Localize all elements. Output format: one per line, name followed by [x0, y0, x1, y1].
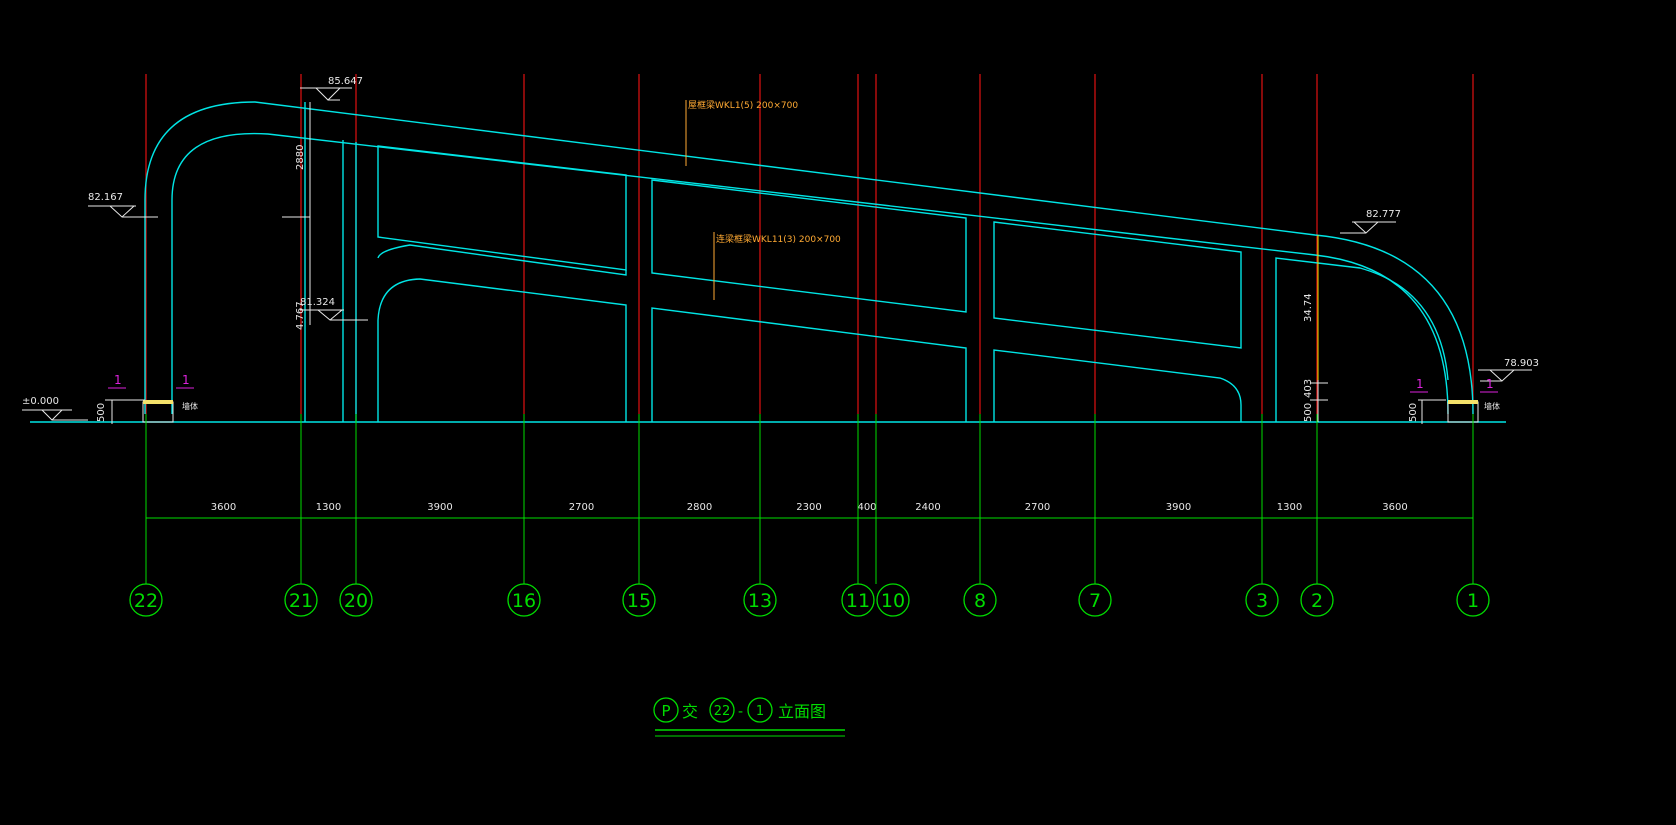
dimension-label: 3900	[1166, 502, 1191, 513]
section-mark-2: 1	[182, 373, 190, 387]
axis-bubble-16	[507, 583, 541, 617]
title-start: 22	[714, 704, 731, 719]
dimension-label: 3900	[427, 502, 452, 513]
right-base-cap	[1448, 400, 1478, 404]
right-curve-elevation-label: 82.777	[1366, 209, 1401, 220]
axis-label-21: 21	[289, 590, 313, 612]
axis-label-10: 10	[881, 590, 905, 612]
axis-bubble-11	[841, 583, 875, 617]
vertical-dimension-lines	[105, 102, 1446, 424]
frame-structure	[30, 101, 1506, 423]
ground-elevation-label: ±0.000	[22, 396, 59, 407]
section-mark-4: 1	[1486, 377, 1494, 391]
panel-16-bottom	[377, 278, 627, 422]
right-upper-vdim-label: 34.74	[1303, 293, 1314, 322]
outer-roof-curve	[144, 101, 1474, 415]
axis-label-7: 7	[1089, 590, 1101, 612]
axis-label-13: 13	[748, 590, 772, 612]
left-curve-elev-symbol	[88, 205, 158, 218]
axis-bubble-21	[284, 583, 318, 617]
right-wall-label: 墙体	[1484, 401, 1500, 411]
dimension-label: 2400	[915, 502, 940, 513]
left-curve-elevation-label: 82.167	[88, 192, 123, 203]
title-end-bubble	[747, 697, 773, 723]
section-mark-3: 1	[1416, 377, 1424, 391]
axis-label-11: 11	[846, 590, 870, 612]
title-suffix: 立面图	[778, 702, 826, 721]
section-mark-1: 1	[114, 373, 122, 387]
right-base-elevation-label: 78.903	[1504, 358, 1539, 369]
axis-bubble-22	[129, 583, 163, 617]
base-blocks	[142, 400, 1479, 423]
vertical-dim-labels: 2880 4.767 500 34.74 403 500 500	[96, 145, 1419, 422]
axis-bubble-20	[339, 583, 373, 617]
elevation-labels: ±0.000 82.167 85.647 81.324 82.777 78.90…	[22, 76, 1539, 407]
right-base-vdim-label: 500	[1303, 403, 1314, 422]
axis-bubble-3	[1245, 583, 1279, 617]
panel-8-bottom	[993, 349, 1242, 422]
panel-16-curve	[377, 244, 627, 276]
axis-label-16: 16	[512, 590, 536, 612]
axis-label-1: 1	[1467, 590, 1479, 612]
section-marks: 1 1 1 1	[114, 373, 1494, 391]
lower-beam-tag: 连梁框梁WKL11(3) 200×700	[716, 233, 841, 245]
axis-label-22: 22	[134, 590, 158, 612]
upper-beam-tag: 屋框梁WKL1(5) 200×700	[688, 99, 798, 111]
axis-bubble-8	[963, 583, 997, 617]
panel-15-bottom	[651, 307, 967, 422]
axis-bubble-1	[1456, 583, 1490, 617]
left-wall-label: 墙体	[182, 401, 198, 411]
axis-label-15: 15	[627, 590, 651, 612]
dimension-label: 2300	[796, 502, 821, 513]
axis-bubble-10	[876, 583, 910, 617]
mid-elev-symbol	[300, 309, 368, 321]
axis-label-3: 3	[1256, 590, 1268, 612]
right-base-elev-symbol	[1478, 369, 1532, 382]
title-end: 1	[756, 704, 764, 719]
section-mark-underlines	[108, 387, 1498, 393]
right-curve-elev-symbol	[1340, 221, 1396, 234]
dimension-label: 400	[857, 502, 876, 513]
title-text: 交	[682, 702, 698, 721]
axis-label-8: 8	[974, 590, 986, 612]
left-base-cap	[143, 400, 173, 404]
title-start-bubble	[709, 697, 735, 723]
axis-label-2: 2	[1311, 590, 1323, 612]
dimension-label: 2700	[1025, 502, 1050, 513]
elevation-markers	[22, 87, 1532, 421]
left-base-vdim-label: 500	[96, 403, 107, 422]
title-letter-bubble	[653, 697, 679, 723]
axis-lines	[145, 74, 1474, 414]
title-block: P 交 22 - 1 立面图	[653, 697, 845, 737]
right-lower-vdim-label: 403	[1303, 379, 1314, 398]
left-mid-vdim-label: 4.767	[295, 301, 306, 330]
top-elevation-label: 85.647	[328, 76, 363, 87]
left-top-vdim-label: 2880	[295, 145, 306, 170]
dimension-label: 2700	[569, 502, 594, 513]
panel-15-top	[651, 179, 967, 313]
axis-bubble-7	[1078, 583, 1112, 617]
ground-elev-symbol	[22, 409, 88, 421]
axis-bubble-2	[1300, 583, 1334, 617]
dimension-label: 3600	[1382, 502, 1407, 513]
title-letter: P	[661, 702, 670, 720]
mid-elevation-label: 81.324	[300, 297, 335, 308]
dimension-label: 3600	[211, 502, 236, 513]
top-elev-symbol	[300, 87, 352, 101]
dimension-label: 1300	[1277, 502, 1302, 513]
far-right-base-vdim-label: 500	[1408, 403, 1419, 422]
panel-8-top	[993, 221, 1242, 349]
inner-roof-curve	[171, 132, 1449, 415]
axis-label-20: 20	[344, 590, 368, 612]
dimension-label: 1300	[316, 502, 341, 513]
panel-3	[1275, 257, 1449, 422]
axis-bubble-13	[743, 583, 777, 617]
dimension-label: 2800	[687, 502, 712, 513]
title-sep: -	[738, 704, 743, 720]
small-labels: 墙体 墙体	[182, 401, 1500, 411]
axis-bubble-15	[622, 583, 656, 617]
